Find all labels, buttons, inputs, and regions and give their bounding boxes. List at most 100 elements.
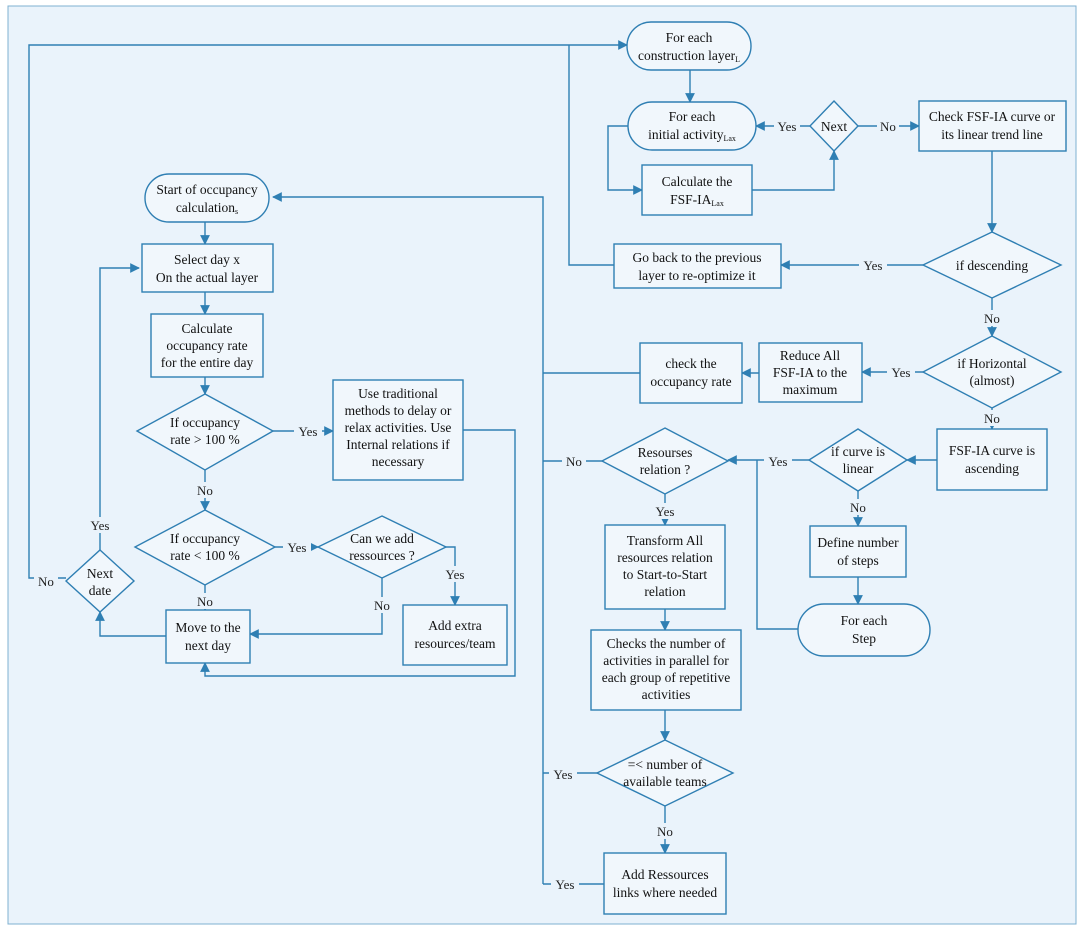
process-checks-parallel bbox=[590, 629, 742, 711]
connectors bbox=[28, 40, 997, 885]
reduce-all-l2: FSF-IA to the bbox=[773, 365, 847, 380]
label-yes-nextdate: Yes bbox=[91, 518, 110, 533]
transform-l2: resources relation bbox=[617, 550, 713, 565]
process-add-links bbox=[603, 852, 727, 915]
transform-l4: relation bbox=[644, 584, 685, 599]
label-yes-canadd: Yes bbox=[446, 567, 465, 582]
transform-l1: Transform All bbox=[627, 533, 704, 548]
each-layer-l1: For each bbox=[666, 30, 713, 45]
edge-trad-to-move bbox=[200, 429, 516, 677]
each-layer-l2: construction layerL bbox=[638, 48, 740, 64]
calc-fsf-l1: Calculate the bbox=[662, 174, 733, 189]
decision-occ-lt bbox=[133, 509, 277, 586]
process-check-occ bbox=[639, 342, 743, 404]
label-yes-linear: Yes bbox=[769, 454, 788, 469]
label-no-occlt: No bbox=[197, 594, 213, 609]
reduce-all-l1: Reduce All bbox=[780, 348, 841, 363]
go-back-l2: layer to re-optimize it bbox=[638, 268, 756, 283]
linear-l1: if curve is bbox=[831, 444, 885, 459]
process-select-day bbox=[141, 243, 274, 293]
process-define-steps bbox=[809, 525, 907, 578]
reduce-all-l3: maximum bbox=[783, 382, 838, 397]
start-occ-l1: Start of occupancy bbox=[156, 182, 257, 197]
edge-calc-to-next bbox=[752, 150, 839, 191]
process-transform bbox=[604, 524, 726, 610]
resources-rel-l1: Resourses bbox=[638, 445, 693, 460]
calc-occ-l1: Calculate bbox=[182, 321, 233, 336]
decision-teams bbox=[595, 739, 735, 807]
edge-canadd-yes-to-addextra bbox=[445, 546, 460, 606]
descending-l1: if descending bbox=[956, 258, 1029, 273]
nodes bbox=[64, 21, 1067, 915]
next-date-l2: date bbox=[89, 583, 112, 598]
edge-step-to-resrel bbox=[756, 460, 798, 630]
label-yes-teams: Yes bbox=[554, 767, 573, 782]
check-occ-l1: check the bbox=[665, 356, 716, 371]
edge-canadd-no-to-move bbox=[249, 578, 383, 639]
process-add-extra bbox=[402, 604, 508, 666]
ascending-l2: ascending bbox=[965, 461, 1019, 476]
horizontal-l1: if Horizontal bbox=[957, 356, 1027, 371]
edge-nextdate-yes-to-select bbox=[99, 263, 140, 550]
each-activity-l2: initial activityLax bbox=[648, 127, 736, 143]
label-no-resrel: No bbox=[566, 454, 582, 469]
decision-next bbox=[809, 99, 859, 153]
ascending-l1: FSF-IA curve is bbox=[949, 443, 1035, 458]
checks-l2: activities in parallel for bbox=[603, 653, 729, 668]
label-yes-descending: Yes bbox=[864, 258, 883, 273]
checks-l4: activities bbox=[642, 687, 691, 702]
define-steps-l1: Define number bbox=[817, 535, 899, 550]
calc-occ-l2: occupancy rate bbox=[166, 338, 247, 353]
decision-horizontal bbox=[921, 335, 1063, 409]
check-curve-l1: Check FSF-IA curve or bbox=[929, 109, 1056, 124]
transform-l3: to Start-to-Start bbox=[623, 567, 708, 582]
label-yes-occgt: Yes bbox=[299, 424, 318, 439]
process-move-next bbox=[165, 609, 251, 664]
add-links-l2: links where needed bbox=[613, 885, 717, 900]
add-links-l1: Add Ressources bbox=[621, 867, 708, 882]
occ-lt-l1: If occupancy bbox=[170, 531, 240, 546]
move-next-l2: next day bbox=[185, 638, 231, 653]
occ-gt-l1: If occupancy bbox=[170, 415, 240, 430]
select-day-l2: On the actual layer bbox=[156, 270, 259, 285]
edge-vertical-return bbox=[272, 192, 544, 884]
decision-can-add bbox=[316, 515, 448, 579]
add-extra-l1: Add extra bbox=[428, 618, 482, 633]
label-no-canadd: No bbox=[374, 598, 390, 613]
terminal-each-layer bbox=[626, 21, 752, 71]
traditional-l1: Use traditional bbox=[358, 386, 438, 401]
label-yes-next: Yes bbox=[778, 119, 797, 134]
process-go-back bbox=[613, 243, 782, 289]
can-add-l2: ressources ? bbox=[349, 548, 415, 563]
label-yes-resrel: Yes bbox=[656, 504, 675, 519]
can-add-l1: Can we add bbox=[350, 531, 414, 546]
traditional-l2: methods to delay or bbox=[345, 403, 452, 418]
label-yes-occlt: Yes bbox=[288, 540, 307, 555]
calc-fsf-l2: FSF-IALax bbox=[670, 192, 724, 208]
go-back-l1: Go back to the previous bbox=[633, 250, 762, 265]
teams-l2: available teams bbox=[623, 774, 707, 789]
each-activity-l1: For each bbox=[669, 109, 716, 124]
label-no-occgt: No bbox=[197, 483, 213, 498]
decision-next-date bbox=[64, 549, 136, 613]
check-curve-l2: its linear trend line bbox=[941, 127, 1043, 142]
select-day-l1: Select day x bbox=[174, 252, 240, 267]
horizontal-l2: (almost) bbox=[970, 373, 1015, 388]
edge-labels: Yes No Yes No Yes No Yes No No Yes Yes N… bbox=[34, 118, 1003, 892]
each-step-l2: Step bbox=[852, 631, 876, 646]
node-labels: For each construction layerL For each in… bbox=[87, 30, 1056, 900]
terminal-each-step bbox=[797, 603, 931, 657]
label-yes-horizontal: Yes bbox=[892, 365, 911, 380]
edge-goback-to-layer bbox=[568, 45, 614, 266]
checks-l3: each group of repetitive bbox=[602, 670, 731, 685]
add-extra-l2: resources/team bbox=[415, 636, 496, 651]
start-occ-l2: calculations bbox=[176, 200, 238, 216]
check-occ-l2: occupancy rate bbox=[650, 374, 731, 389]
edge-move-to-nextdate bbox=[95, 611, 166, 637]
traditional-l3: relax activities. Use bbox=[345, 420, 452, 435]
checks-l1: Checks the number of bbox=[607, 636, 726, 651]
terminal-each-activity bbox=[627, 101, 757, 151]
label-no-descending: No bbox=[984, 311, 1000, 326]
define-steps-l2: of steps bbox=[837, 553, 879, 568]
